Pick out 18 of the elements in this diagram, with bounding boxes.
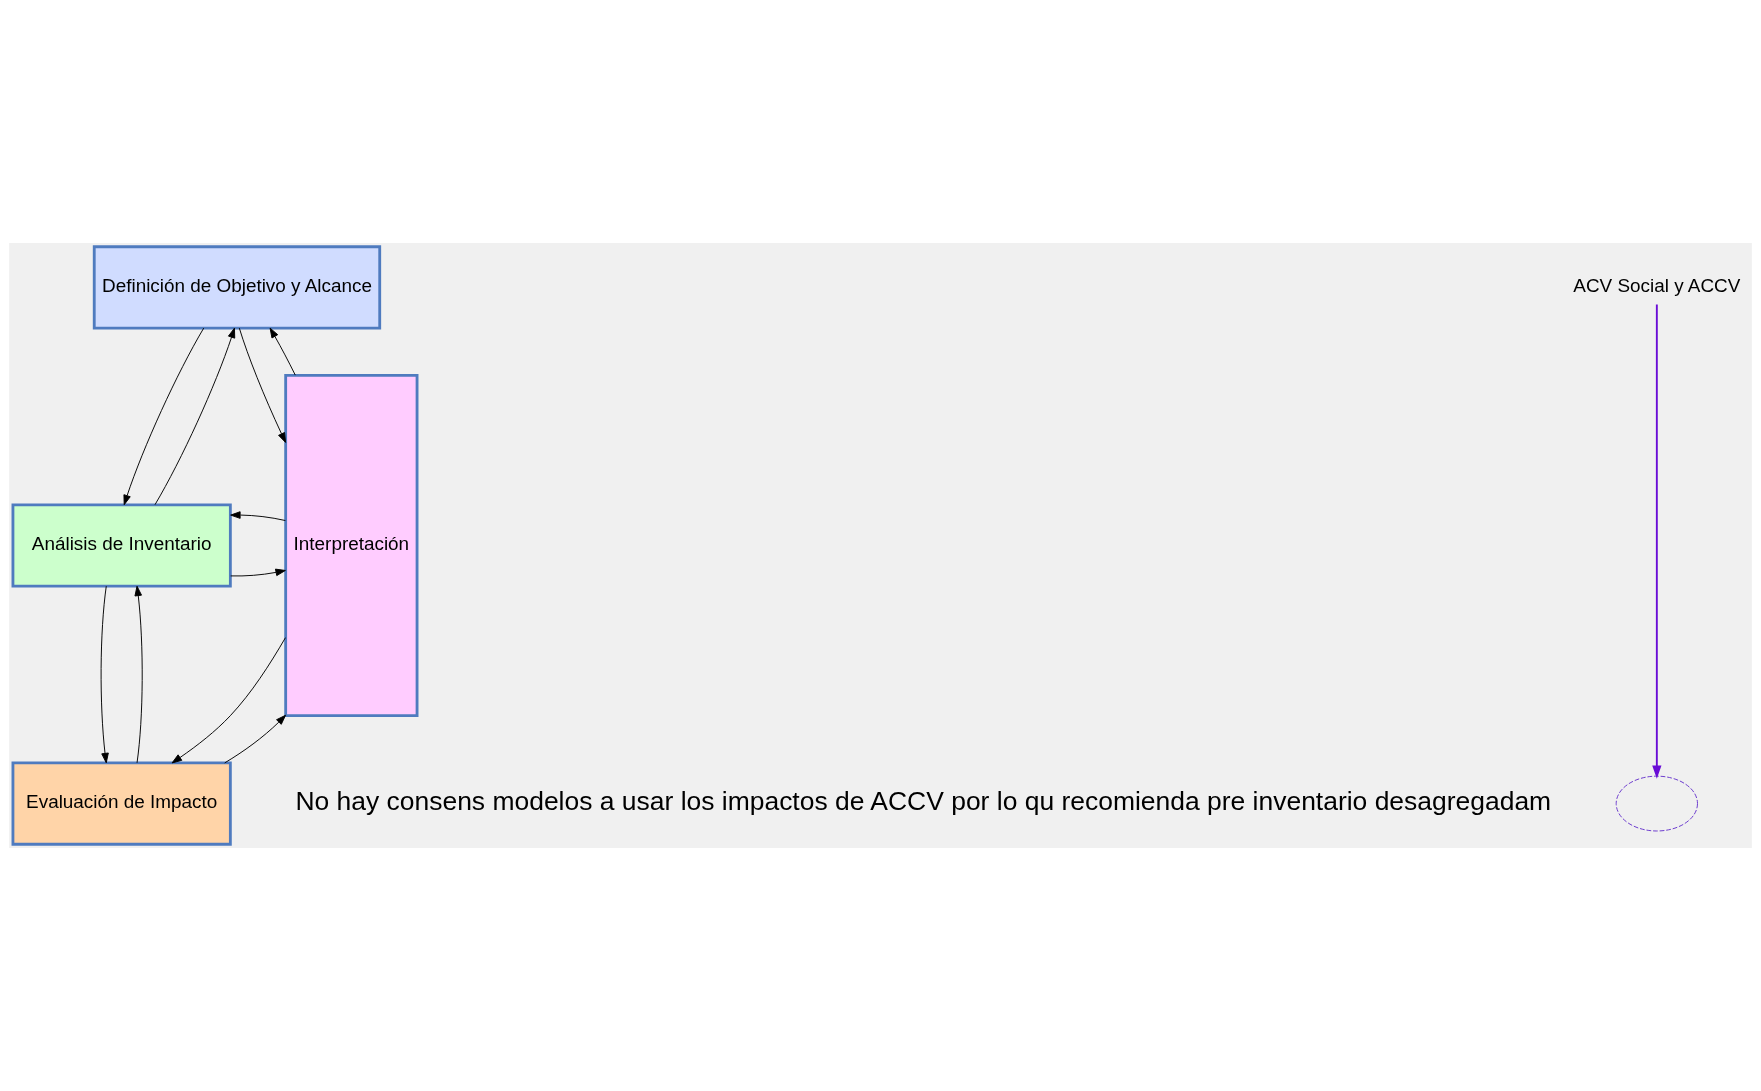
node-text: ACV Social y ACCV [1573, 275, 1741, 297]
node-box: Análisis de Inventario [11, 503, 232, 588]
node-box: Interpretación [284, 373, 419, 718]
arrow [154, 327, 236, 506]
node-box: Evaluación de Impacto [11, 761, 232, 846]
arrow [224, 714, 286, 764]
arrow [269, 327, 296, 376]
arrow [171, 637, 286, 764]
arrow [230, 568, 286, 577]
arrow [238, 327, 287, 443]
arrow [230, 511, 286, 521]
arrow [123, 327, 205, 506]
arrow [134, 585, 143, 764]
arrow [100, 585, 109, 764]
node-cloud [1615, 775, 1698, 832]
node-box: Definición de Objetivo y Alcance [92, 245, 382, 330]
arrow [1652, 303, 1662, 779]
label: No hay consens modelos a usar los impactos de ACCV por lo qu recomienda pre inventario desagregadam [295, 786, 1552, 817]
